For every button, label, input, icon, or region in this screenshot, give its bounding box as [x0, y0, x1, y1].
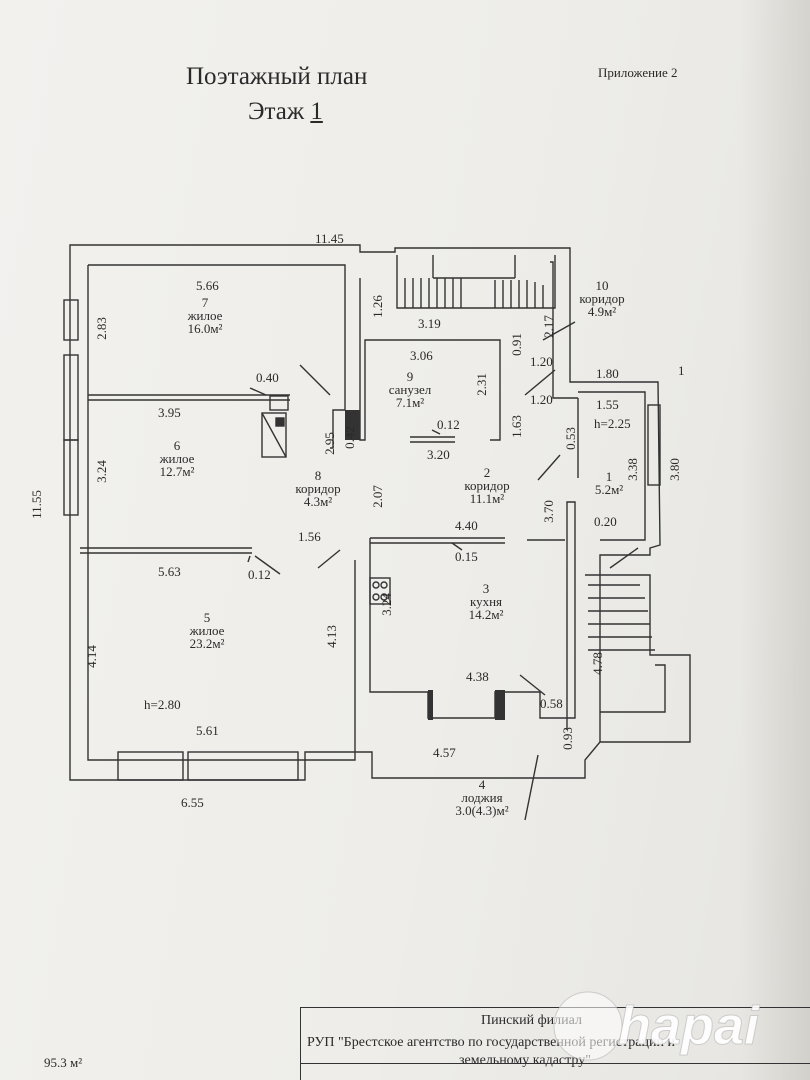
dim-room6-height: 3.24	[93, 460, 109, 483]
dim-left-height: 11.55	[28, 490, 44, 519]
dim-wall-012b: 0.12	[437, 417, 460, 432]
dim-bottom-width: 6.55	[181, 795, 204, 810]
dim-loggia-side: 0.93	[559, 727, 575, 750]
ceiling-height-porch: h=2.25	[594, 416, 631, 431]
dim-room7-width: 5.66	[196, 278, 219, 293]
plan-title: Поэтажный план	[186, 63, 368, 90]
dim-wall-020: 0.20	[594, 514, 617, 529]
dim-steps-height: 4.78	[589, 652, 605, 675]
floor-caption: Этаж 1	[248, 99, 323, 124]
floor-number: 1	[310, 98, 323, 125]
dim-wall-012a: 0.12	[248, 567, 271, 582]
dim-bath-bottom: 3.20	[427, 447, 450, 462]
total-area: 95.3 м²	[44, 1055, 83, 1070]
agency-name-line2: земельному кадастру"	[459, 1053, 591, 1068]
dim-room7-height: 2.83	[93, 317, 109, 340]
dim-room6-width: 3.95	[158, 405, 181, 420]
svg-text:hapai: hapai	[618, 996, 760, 1056]
dim-porch-outer: 3.80	[666, 458, 682, 481]
appendix-label: Приложение 2	[598, 65, 678, 80]
dim-kitchen-height: 3.24	[378, 593, 394, 616]
dim-wall-015: 0.15	[455, 549, 478, 564]
ceiling-height-main: h=2.80	[144, 697, 181, 712]
dim-room5-width: 5.63	[158, 564, 181, 579]
dim-corr8-height: 2.95	[321, 432, 337, 455]
dim-stair-width: 3.19	[418, 316, 441, 331]
dim-porch-marker: 1	[678, 363, 685, 378]
dim-wall-163: 1.63	[508, 415, 524, 438]
dim-room5-height: 4.14	[83, 645, 99, 668]
dim-loggia-width: 4.57	[433, 745, 456, 760]
dim-porch-top: 1.80	[596, 366, 619, 381]
dim-room5-right: 4.13	[323, 625, 339, 648]
dim-corr2-side: 3.70	[540, 500, 556, 523]
dim-bath-height: 2.31	[473, 373, 489, 396]
dim-kitchen-bottom: 4.38	[466, 669, 489, 684]
dim-room5-bottom: 5.61	[196, 723, 219, 738]
floor-label: Этаж	[248, 98, 305, 125]
dim-kitchen-width: 4.40	[455, 518, 478, 533]
dim-wall-217: 2.17	[540, 315, 556, 338]
dim-top-width: 11.45	[315, 231, 344, 246]
dim-porch-inner: 1.55	[596, 397, 619, 412]
dim-wall-120a: 1.20	[530, 354, 553, 369]
dim-wall-091: 0.91	[508, 333, 524, 356]
dim-wall-058: 0.58	[540, 696, 563, 711]
dim-wall-053: 0.53	[562, 427, 578, 450]
dim-corr8-width: 1.56	[298, 529, 321, 544]
dim-wall-040: 0.40	[256, 370, 279, 385]
dim-wall-120b: 1.20	[530, 392, 553, 407]
hapai-watermark-logo: hapai	[553, 991, 761, 1061]
dim-bath-width: 3.06	[410, 348, 433, 363]
dim-wall-042: 0.42	[341, 426, 357, 449]
dim-stair-126: 1.26	[369, 295, 385, 318]
